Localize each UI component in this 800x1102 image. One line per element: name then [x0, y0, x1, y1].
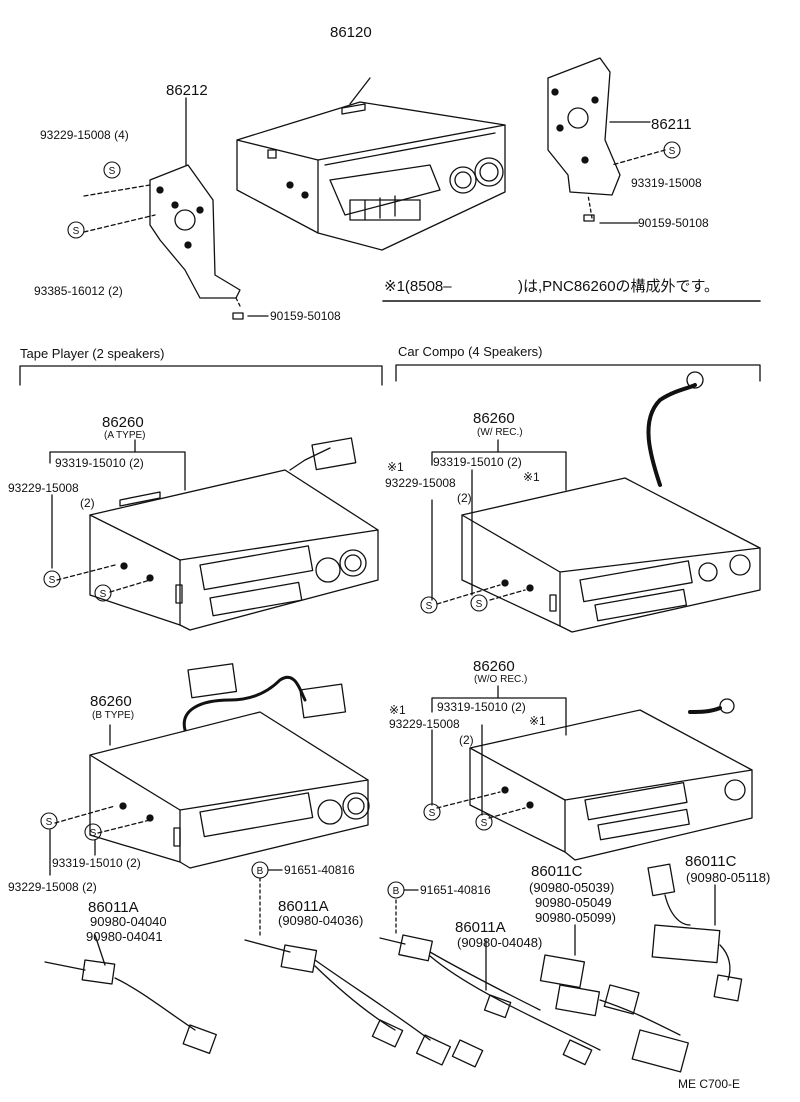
svg-text:S: S — [476, 599, 483, 610]
note-text-right: )は,PNC86260の構成外です。 — [518, 278, 720, 295]
svg-text:S: S — [426, 601, 433, 612]
qty-label-a: (2) — [80, 496, 95, 510]
bracket-86211-drawing — [547, 57, 666, 219]
svg-text:B: B — [257, 866, 264, 877]
head-unit-86120-drawing — [236, 77, 506, 251]
part-label-86011a-3: 86011A — [455, 919, 506, 936]
part-label-86011a-2: 86011A — [278, 898, 329, 915]
screw-marker — [94, 584, 112, 602]
part-label-93319-15010-a: 93319-15010 (2) — [55, 456, 144, 470]
screw-marker — [475, 813, 493, 831]
note-mark-wo-rec-1: ※1 — [389, 703, 406, 717]
svg-text:S: S — [481, 818, 488, 829]
part-label-93229-15008-wo-rec: 93229-15008 — [389, 717, 460, 731]
screw-marker — [67, 221, 85, 239]
part-label-90159-50108-left: 90159-50108 — [270, 309, 341, 323]
part-label-86260-w-rec: 86260 — [473, 410, 515, 427]
svg-text:S: S — [109, 166, 116, 177]
qty-label-wo-rec: (2) — [459, 733, 474, 747]
svg-text:B: B — [393, 886, 400, 897]
svg-text:S: S — [429, 808, 436, 819]
qty-label-w-rec: (2) — [457, 491, 472, 505]
part-label-93319-15010-w-rec: 93319-15010 (2) — [433, 455, 522, 469]
section-header-car-compo: Car Compo (4 Speakers) — [398, 344, 543, 359]
part-label-93385-16012: 93385-16012 (2) — [34, 284, 123, 298]
tape-player-a-type-drawing — [49, 437, 379, 631]
note-text-left: ※1(8508– — [384, 278, 452, 295]
type-label-w-rec: (W/ REC.) — [477, 427, 523, 438]
code-label-90980-04036: (90980-04036) — [278, 913, 364, 928]
code-label-90980-05118: (90980-05118) — [686, 870, 771, 885]
screw-marker — [103, 161, 121, 179]
note-mark-w-rec-1: ※1 — [387, 460, 404, 474]
part-label-93229-15008-a: 93229-15008 — [8, 481, 79, 495]
svg-text:S: S — [669, 146, 676, 157]
code-label-90980-05099: 90980-05099) — [535, 910, 616, 925]
part-label-93319-15008: 93319-15008 — [631, 176, 702, 190]
type-label-a: (A TYPE) — [104, 430, 146, 441]
part-label-86011a-1: 86011A — [88, 899, 139, 916]
part-label-86211: 86211 — [651, 116, 692, 133]
svg-text:S: S — [46, 817, 53, 828]
part-label-86011c-1: 86011C — [531, 863, 583, 880]
section-header-tape-player: Tape Player (2 speakers) — [20, 346, 165, 361]
code-label-90980-04048: (90980-04048) — [457, 935, 543, 950]
code-label-90980-05049: 90980-05049 — [535, 895, 612, 910]
part-label-93319-15010-b: 93319-15010 (2) — [52, 856, 141, 870]
type-label-wo-rec: (W/O REC.) — [474, 674, 528, 685]
part-label-86260-a: 86260 — [102, 414, 144, 431]
screw-markers — [40, 141, 681, 899]
part-label-90159-50108-right: 90159-50108 — [638, 216, 709, 230]
marker-letters: S S S S S S S S S S S B B — [46, 146, 676, 897]
screw-marker — [663, 141, 681, 159]
part-label-93319-15010-wo-rec: 93319-15010 (2) — [437, 700, 526, 714]
code-label-90980-04041: 90980-04041 — [86, 929, 163, 944]
part-label-93229-15008-w-rec: 93229-15008 — [385, 476, 456, 490]
tape-player-b-type-drawing — [49, 663, 370, 876]
bracket-86212-drawing — [83, 97, 241, 307]
screw-marker — [84, 823, 102, 841]
note-mark-w-rec-2: ※1 — [523, 470, 540, 484]
screw-marker — [420, 596, 438, 614]
note-mark-wo-rec-2: ※1 — [529, 714, 546, 728]
type-label-b: (B TYPE) — [92, 710, 135, 721]
svg-text:S: S — [73, 226, 80, 237]
screw-marker — [470, 594, 488, 612]
screw-marker — [43, 570, 61, 588]
harness-drawings — [44, 863, 743, 1073]
screw-marker — [423, 803, 441, 821]
part-label-86260-b: 86260 — [90, 693, 132, 710]
svg-text:S: S — [100, 589, 107, 600]
code-label-90980-05039: (90980-05039) — [529, 880, 615, 895]
diagram-reference-code: ME C700-E — [678, 1077, 741, 1091]
part-label-86260-wo-rec: 86260 — [473, 658, 515, 675]
part-label-86212: 86212 — [166, 82, 208, 99]
part-label-91651-40816-b: 91651-40816 — [420, 883, 491, 897]
section-brackets — [19, 364, 761, 386]
part-label-86011c-2: 86011C — [685, 853, 737, 870]
screw-90159-drawings — [232, 214, 639, 320]
screw-marker — [40, 812, 58, 830]
car-compo-w-rec-drawing — [431, 371, 761, 633]
part-label-91651-40816-a: 91651-40816 — [284, 863, 355, 877]
svg-text:S: S — [90, 828, 97, 839]
part-label-93229-15008: 93229-15008 (4) — [40, 128, 129, 142]
part-label-93229-15008-b: 93229-15008 (2) — [8, 880, 97, 894]
svg-text:S: S — [49, 575, 56, 586]
part-label-86120: 86120 — [330, 24, 372, 41]
car-compo-wo-rec-drawing — [431, 685, 753, 861]
code-label-90980-04040: 90980-04040 — [90, 914, 167, 929]
